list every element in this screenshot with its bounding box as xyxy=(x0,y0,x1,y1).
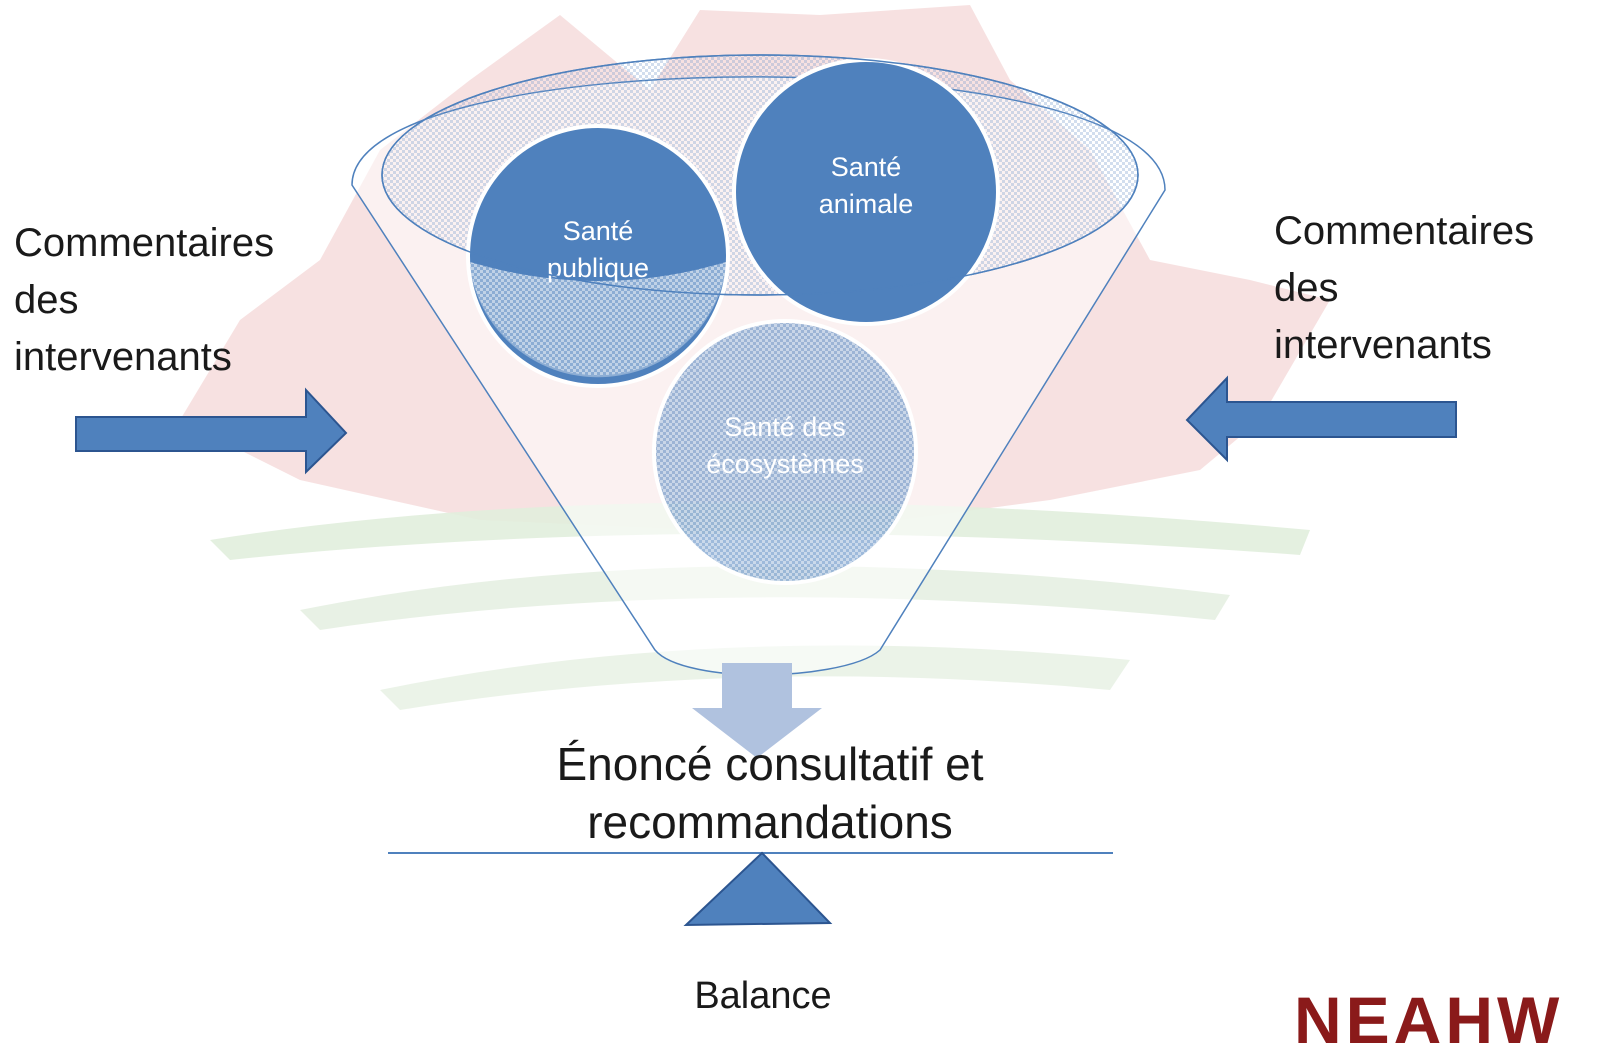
left-label-line-3: intervenants xyxy=(14,335,232,379)
public-health-label-line-2: publique xyxy=(547,253,649,283)
right-label-line-3: intervenants xyxy=(1274,323,1492,367)
green-swoosh-watermark-2 xyxy=(300,565,1230,630)
result-line-1: Énoncé consultatif et xyxy=(556,738,984,790)
animal-health-label: Santé animale xyxy=(819,152,914,219)
right-stakeholder-label: Commentaires des intervenants xyxy=(1274,203,1534,374)
right-label-line-1: Commentaires xyxy=(1274,209,1535,253)
down-output-arrow xyxy=(692,663,822,758)
left-label-line-1: Commentaires xyxy=(14,221,275,265)
public-health-label: Santé publique xyxy=(547,216,649,283)
right-label-line-2: des xyxy=(1274,266,1339,310)
green-swoosh-watermark-3 xyxy=(380,645,1130,710)
neahw-logo: NEAHW xyxy=(1294,983,1564,1057)
funnel-rim-outline xyxy=(381,54,1139,296)
left-label-line-2: des xyxy=(14,278,79,322)
right-input-arrow xyxy=(1185,375,1457,463)
public-health-label-line-1: Santé xyxy=(563,216,634,246)
ecosystem-health-label-line-2: écosystèmes xyxy=(706,449,864,479)
result-statement: Énoncé consultatif et recommandations xyxy=(470,735,1070,851)
ecosystem-health-texture xyxy=(656,323,914,581)
result-line-2: recommandations xyxy=(587,796,953,848)
left-input-arrow xyxy=(75,387,348,475)
ecosystem-health-label: Santé des écosystèmes xyxy=(706,412,864,479)
balance-label: Balance xyxy=(694,975,832,1017)
animal-health-label-line-2: animale xyxy=(819,189,914,219)
balance-fulcrum xyxy=(683,851,833,927)
animal-health-label-line-1: Santé xyxy=(831,152,902,182)
left-stakeholder-label: Commentaires des intervenants xyxy=(14,215,274,386)
ecosystem-health-label-line-1: Santé des xyxy=(724,412,846,442)
